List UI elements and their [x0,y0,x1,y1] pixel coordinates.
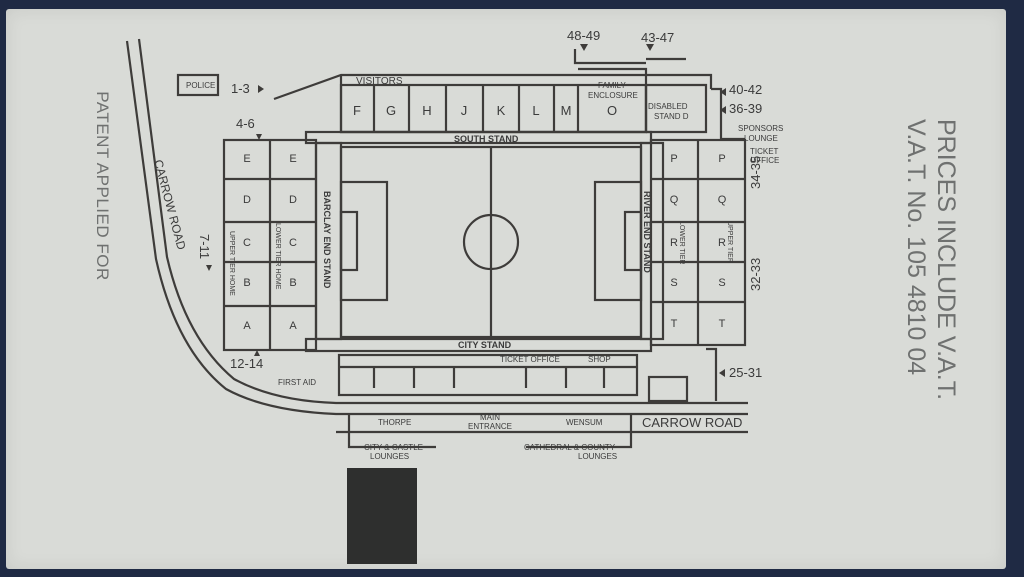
city-castle-lounges-label: LOUNGES [370,452,409,461]
river-stand-label: RIVER END STAND [642,191,652,273]
lower-tier-home-label: LOWER TIER HOME [274,223,281,290]
barclay-stand-label: BARCLAY END STAND [322,191,332,289]
carrow-road-inner-line [137,38,748,405]
city-stand-strip [304,337,653,353]
river-outer-block-s: S [718,277,725,289]
upper-tier-label: UPPER TIER [726,221,733,263]
vat-line-1: PRICES INCLUDE V.A.T. [932,119,960,401]
river-outer-block-p: P [718,153,725,165]
gate-32-33: 32-33 [748,258,763,291]
barclay-inner-block-d: D [289,194,297,206]
gate-4-6: 4-6 [236,116,255,131]
south-block-o: O [607,103,617,118]
vat-line-2: V.A.T. No. 105 4810 04 [902,119,930,376]
river-inner-block-p: P [670,153,677,165]
upper-tier-home-label: UPPER TIER HOME [228,231,235,296]
gate-34-35: 34-35 [748,156,763,189]
city-castle-label: CITY & CASTLE [364,443,423,452]
river-inner-block-r: R [670,237,678,249]
barclay-inner-block-b: B [289,277,296,289]
disabled-stand-label: STAND D [654,112,689,121]
barclay-inner-block-a: A [289,320,297,332]
south-block-m: M [561,103,572,118]
gate-48-49: 48-49 [567,28,600,43]
south-block-f: F [353,103,361,118]
barclay-outer-block-e: E [243,153,250,165]
patent-applied-text: PATENT APPLIED FOR [93,91,112,281]
gate-40-42: 40-42 [729,82,762,97]
ticket: POLICE 1-3 4-6 48-49 43-47 40-42 36-39 2… [6,9,1006,569]
carrow-road-bottom-label: CARROW ROAD [642,415,742,430]
disabled-stand-box [646,83,708,134]
barclay-inner-block-e: E [289,153,296,165]
disabled-label: DISABLED [648,102,688,111]
gate-7-11: 7-11 [197,234,212,259]
main-label: MAIN [480,413,500,422]
south-block-j: J [461,103,468,118]
north-west-wall [273,73,713,101]
gate-43-47: 43-47 [641,30,674,45]
police-building [176,73,220,97]
barclay-outer-block-d: D [243,194,251,206]
south-block-l: L [532,103,539,118]
ticket-office-label-1: TICKET [750,147,779,156]
gate-25-31: 25-31 [729,365,762,380]
cathedral-label: CATHEDRAL & COUNTY [524,443,616,452]
barclay-outer-block-a: A [243,320,251,332]
family-label: FAMILY [598,81,627,90]
river-inner-block-s: S [670,277,677,289]
family-enclosure-box [578,67,648,132]
ticket-office-bottom-label: TICKET OFFICE [500,355,560,364]
lower-tier-label: LOWER TIER [678,221,685,264]
river-outer-block-t: T [719,318,726,330]
river-inner-block-q: Q [670,194,679,206]
cathedral-lounges-label: LOUNGES [578,452,617,461]
stadium-map: POLICE 1-3 4-6 48-49 43-47 40-42 36-39 2… [125,28,783,461]
police-label: POLICE [186,81,215,90]
entrance-label: ENTRANCE [468,422,512,431]
thorpe-label: THORPE [378,418,411,427]
first-aid-label: FIRST AID [278,378,316,387]
south-stand-label: SOUTH STAND [454,134,519,144]
barcode-block [347,468,417,564]
south-block-k: K [497,103,506,118]
city-stand-blocks [337,353,639,397]
barclay-outer-block-c: C [243,237,251,249]
city-stand-label: CITY STAND [458,340,512,350]
enclosure-label: ENCLOSURE [588,91,638,100]
gate-12-14: 12-14 [230,356,263,371]
sponsors-label: SPONSORS [738,124,783,133]
visitors-label: VISITORS [356,76,403,87]
south-block-g: G [386,103,396,118]
gate-1-3: 1-3 [231,81,250,96]
vat-info: PRICES INCLUDE V.A.T. V.A.T. No. 105 481… [901,119,961,429]
barclay-inner-block-c: C [289,237,297,249]
river-outer-block-r: R [718,237,726,249]
ticket-office-label-2: OFFICE [750,156,779,165]
barclay-outer-block-b: B [243,277,250,289]
lounge-label: LOUNGE [744,134,778,143]
carrow-road-left-label: CARROW ROAD [151,158,189,251]
shop-label: SHOP [588,355,611,364]
carrow-road-outer-line [125,40,748,416]
gate-36-39: 36-39 [729,101,762,116]
river-inner-block-t: T [671,318,678,330]
south-block-h: H [422,103,431,118]
south-stand-strip [304,130,653,145]
wensum-label: WENSUM [566,418,603,427]
river-outer-block-q: Q [718,194,727,206]
